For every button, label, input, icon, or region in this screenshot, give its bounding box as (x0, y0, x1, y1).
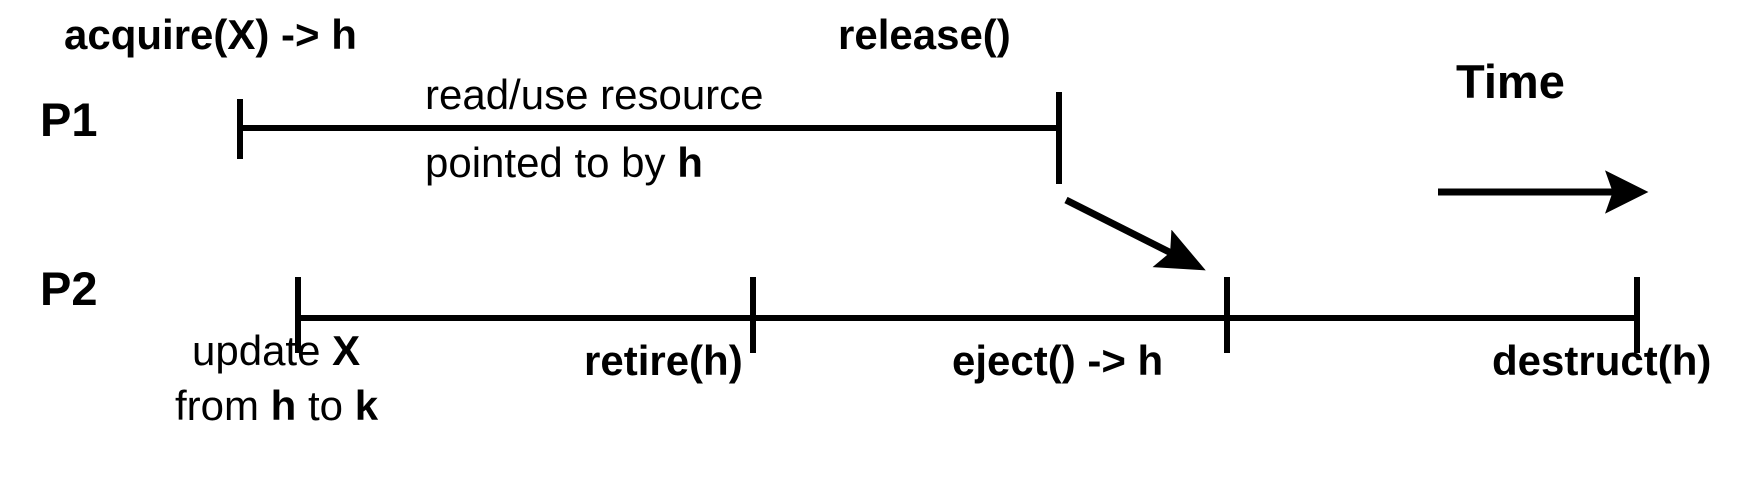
p1-tick-release (1056, 92, 1062, 184)
update-label-from: from (175, 382, 271, 429)
event-label-acquire: acquire(X) -> h (64, 11, 357, 58)
p1-span-description-line2: pointed to by h (425, 142, 703, 184)
p1-timeline-axis (240, 125, 1062, 131)
event-label-release: release() (838, 11, 1011, 58)
causal-arrow-release-to-eject (1064, 196, 1206, 271)
p2-tick-destruct (1634, 277, 1640, 353)
p1-tick-acquire (237, 99, 243, 159)
lane-label-p1: P1 (40, 93, 98, 146)
p1-span-desc2-var: h (677, 139, 703, 186)
p2-tick-update (295, 277, 301, 353)
p2-event-label-retire: retire(h) (584, 337, 743, 384)
update-label-to: to (296, 382, 355, 429)
p2-tick-retire (750, 277, 756, 353)
time-axis-label: Time (1456, 55, 1565, 108)
p2-event-label-update-line2: from h to k (175, 385, 378, 427)
p2-event-label-destruct: destruct(h) (1492, 337, 1712, 384)
p2-tick-eject (1224, 277, 1230, 353)
p2-event-label-update-line1: update X (192, 330, 360, 372)
update-label-prefix: update (192, 327, 333, 374)
update-label-var-h: h (270, 382, 297, 429)
lane-label-p2: P2 (40, 262, 98, 315)
p2-event-label-eject: eject() -> h (952, 337, 1164, 384)
p1-span-desc2-prefix: pointed to by (425, 139, 678, 186)
update-label-var-x: X (332, 327, 361, 374)
update-label-var-k: k (354, 382, 379, 429)
p2-timeline-axis (298, 315, 1640, 321)
p1-span-description-line1: read/use resource (425, 71, 764, 118)
